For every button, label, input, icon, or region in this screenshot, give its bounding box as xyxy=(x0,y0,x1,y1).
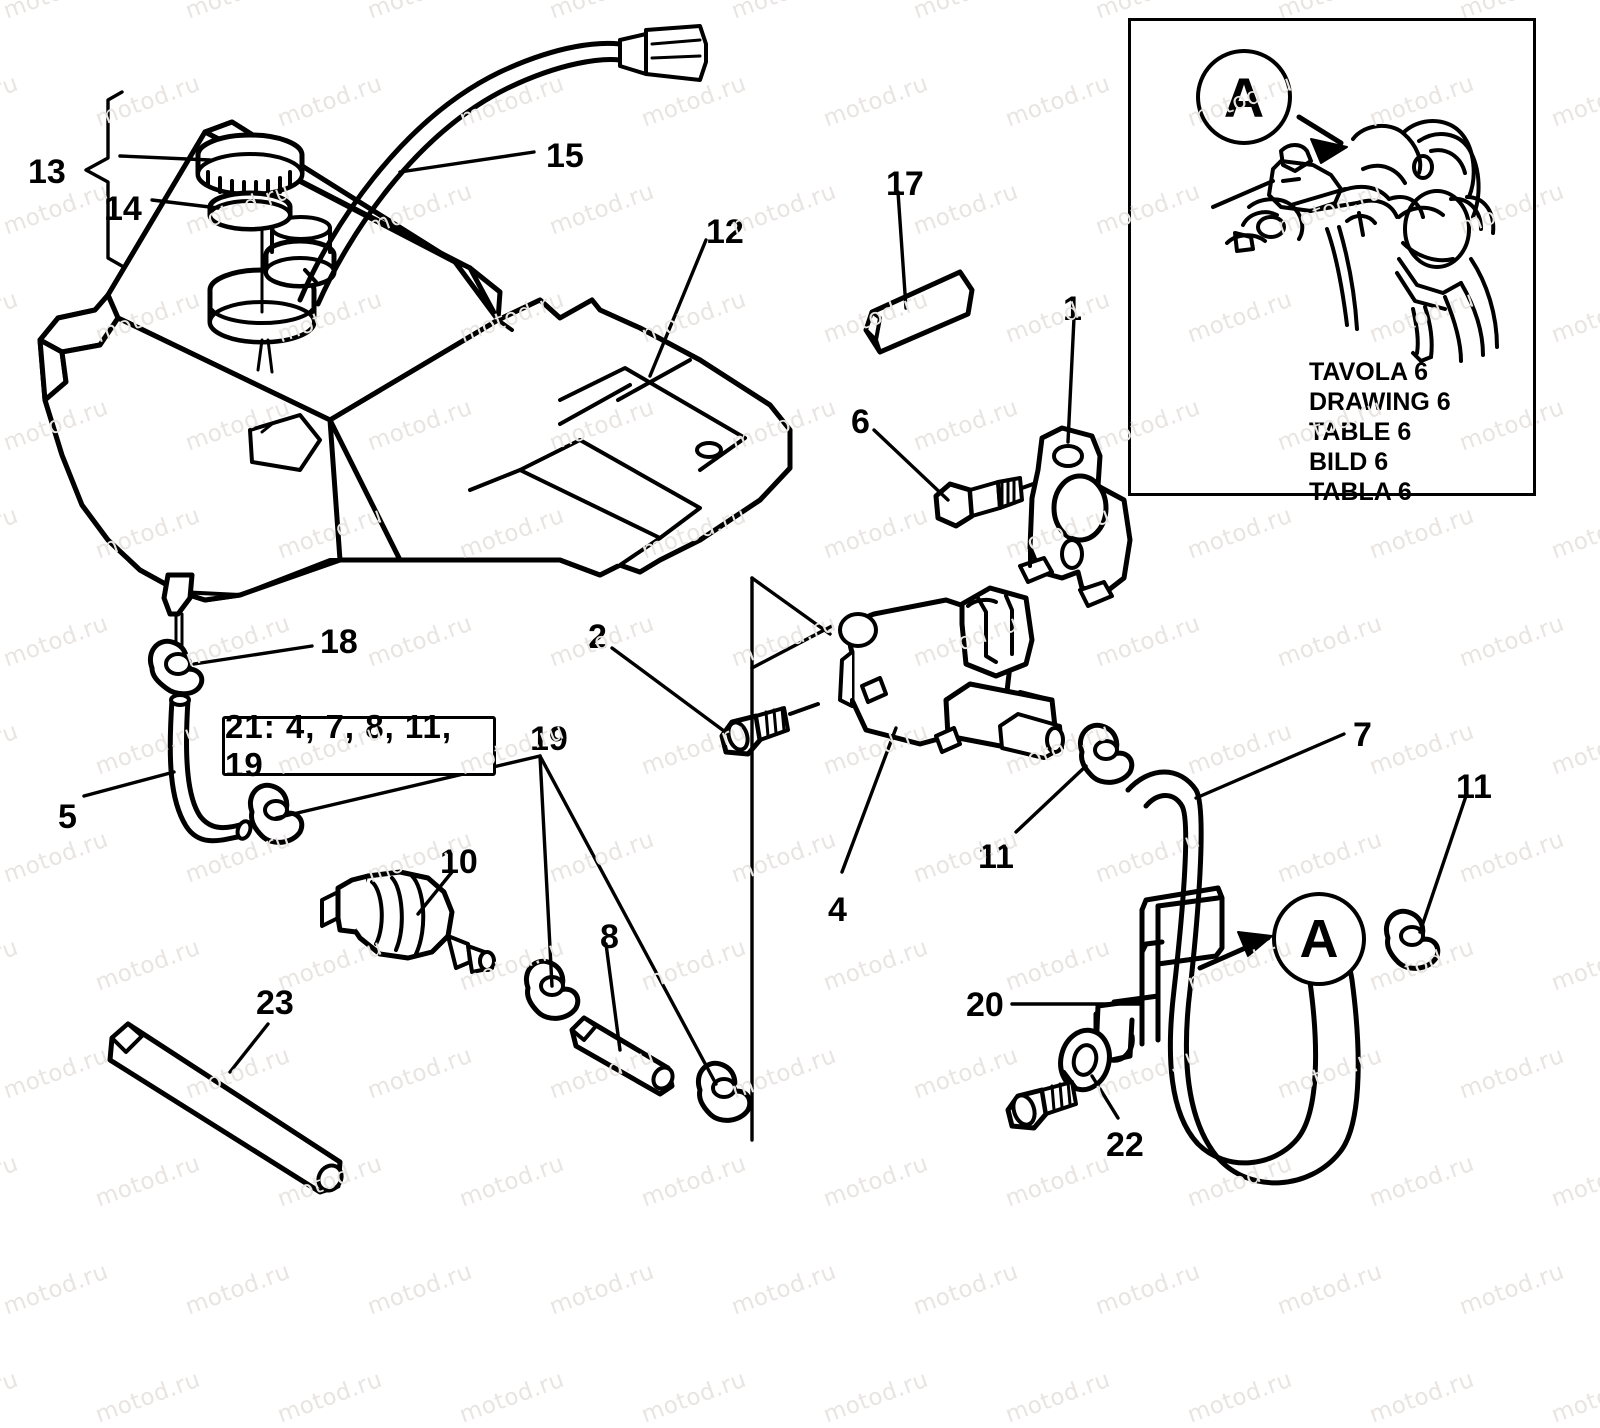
mark-a-main: A xyxy=(1272,892,1366,986)
callout-23: 23 xyxy=(256,984,294,1022)
filler-cap-seal xyxy=(207,190,293,232)
inset-line-1: DRAWING 6 xyxy=(1309,388,1451,416)
callout-11-a: 11 xyxy=(978,838,1014,876)
clip-18 xyxy=(148,638,205,697)
watermark-text: motod.ru xyxy=(638,1366,750,1428)
callout-10: 10 xyxy=(440,843,478,881)
callout-1: 1 xyxy=(1063,290,1082,328)
watermark-text: motod.ru xyxy=(1274,1258,1386,1321)
inset-line-2: TABLE 6 xyxy=(1309,418,1412,446)
callout-2: 2 xyxy=(588,618,607,656)
watermark-text: motod.ru xyxy=(0,1258,112,1321)
callout-12: 12 xyxy=(706,213,744,251)
callout-22: 22 xyxy=(1106,1126,1144,1164)
clip-11-b xyxy=(1384,908,1441,971)
callout-8: 8 xyxy=(600,918,619,956)
inset-line-4: TABLA 6 xyxy=(1309,478,1412,506)
watermark-text: motod.ru xyxy=(546,1258,658,1321)
watermark-text: motod.ru xyxy=(274,1366,386,1428)
reference-inset-panel: A TAVOLA 6 DRAWING 6 TABLE 6 BILD 6 TABL… xyxy=(1128,18,1536,506)
bolt-bottom xyxy=(1005,1070,1078,1131)
hose-support-bracket-20 xyxy=(1093,885,1225,1063)
clip-19-c xyxy=(696,1060,753,1123)
watermark-text: motod.ru xyxy=(364,1258,476,1321)
kit-legend-text: 21: 4, 7, 8, 11, 19 xyxy=(225,708,452,783)
mark-a-inset-label: A xyxy=(1223,65,1265,129)
watermark-text: motod.ru xyxy=(1184,1366,1296,1428)
watermark-text: motod.ru xyxy=(182,1258,294,1321)
callout-4: 4 xyxy=(828,891,847,929)
wiring-harness xyxy=(297,24,708,307)
callout-15: 15 xyxy=(546,137,584,175)
watermark-text: motod.ru xyxy=(1366,1366,1478,1428)
inset-linework xyxy=(1211,114,1499,363)
callout-19: 19 xyxy=(530,720,568,758)
clip-11-a xyxy=(1078,722,1135,785)
filler-cap xyxy=(195,132,305,198)
watermark-text: motod.ru xyxy=(92,1366,204,1428)
diagram-linework xyxy=(37,24,1468,1195)
watermark-text: motod.ru xyxy=(820,1366,932,1428)
tank-outlet-spigot xyxy=(161,572,195,650)
watermark-text: motod.ru xyxy=(910,1258,1022,1321)
callout-20: 20 xyxy=(966,986,1004,1024)
tank-pad-17 xyxy=(863,269,975,355)
callout-11-b: 11 xyxy=(1456,768,1492,806)
fuel-pump-4 xyxy=(838,585,1065,760)
inset-line-0: TAVOLA 6 xyxy=(1309,358,1428,386)
inset-line-3: BILD 6 xyxy=(1309,448,1389,476)
arrow-to-mark-a-main xyxy=(1197,931,1273,971)
callout-18: 18 xyxy=(320,623,358,661)
hose-short-8 xyxy=(569,1015,675,1097)
mark-a-main-label: A xyxy=(1299,909,1339,969)
callout-7: 7 xyxy=(1353,716,1372,754)
leader-lines xyxy=(82,90,1468,1142)
callout-13: 13 xyxy=(28,153,66,191)
callout-17: 17 xyxy=(886,165,924,203)
hose-straight-23 xyxy=(107,1021,344,1195)
washer-22 xyxy=(1058,1027,1112,1093)
screw-2 xyxy=(719,702,820,757)
callout-14: 14 xyxy=(104,190,142,228)
clip-19-a xyxy=(248,782,305,845)
watermark-text: motod.ru xyxy=(1456,1258,1568,1321)
fuel-tank-body xyxy=(37,119,793,603)
watermark-text: motod.ru xyxy=(1548,1366,1600,1428)
fuel-hose-5 xyxy=(167,693,253,844)
watermark-text: motod.ru xyxy=(0,1366,22,1428)
callout-6: 6 xyxy=(851,403,870,441)
mounting-bracket-1 xyxy=(1018,425,1133,608)
watermark-text: motod.ru xyxy=(728,1258,840,1321)
watermark-text: motod.ru xyxy=(456,1366,568,1428)
mark-a-inset: A xyxy=(1196,49,1292,145)
fuel-filter xyxy=(320,869,496,974)
callout-5: 5 xyxy=(58,798,77,836)
kit-legend-box: 21: 4, 7, 8, 11, 19 xyxy=(222,708,496,783)
watermark-text: motod.ru xyxy=(1092,1258,1204,1321)
watermark-text: motod.ru xyxy=(1002,1366,1114,1428)
